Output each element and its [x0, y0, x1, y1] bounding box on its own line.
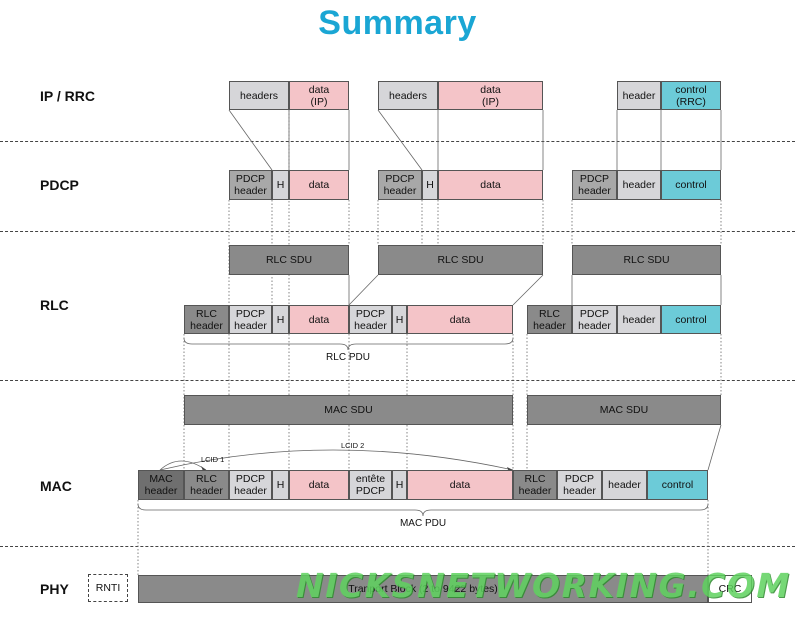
- mac-control: control: [647, 470, 708, 500]
- mac-rlc-header: RLC header: [513, 470, 557, 500]
- mac-sdu: MAC SDU: [184, 395, 513, 425]
- rlc-h: H: [272, 305, 289, 334]
- pdcp-h: H: [422, 170, 438, 200]
- rlc-header: RLC header: [184, 305, 229, 334]
- mac-pdu-label: MAC PDU: [399, 518, 447, 529]
- layer-separator: [0, 231, 795, 232]
- ip-headers: headers: [378, 81, 438, 110]
- rrc-control: control (RRC): [661, 81, 721, 110]
- rlc-sdu: RLC SDU: [572, 245, 721, 275]
- rlc-rrc-header: header: [617, 305, 661, 334]
- lcid1-label: LCID 1: [201, 455, 225, 464]
- mac-entete-pdcp: entête PDCP: [349, 470, 392, 500]
- mac-rlc-header: RLC header: [184, 470, 229, 500]
- rlc-pdcp-header: PDCP header: [349, 305, 392, 334]
- pdcp-data: data: [438, 170, 543, 200]
- pdcp-h: H: [272, 170, 289, 200]
- mac-pdcp-header: PDCP header: [229, 470, 272, 500]
- rlc-sdu: RLC SDU: [378, 245, 543, 275]
- crc-box: CRC: [708, 575, 752, 603]
- layer-label-mac: MAC: [40, 478, 72, 494]
- mac-data: data: [289, 470, 349, 500]
- rrc-header: header: [617, 81, 661, 110]
- rlc-pdu-label: RLC PDU: [326, 352, 370, 363]
- layer-label-pdcp: PDCP: [40, 177, 79, 193]
- ip-data: data (IP): [438, 81, 543, 110]
- layer-separator: [0, 141, 795, 142]
- mac-rrc-header: header: [602, 470, 647, 500]
- ip-headers: headers: [229, 81, 289, 110]
- mac-pdcp-header: PDCP header: [557, 470, 602, 500]
- rlc-pdcp-header: PDCP header: [572, 305, 617, 334]
- layer-separator: [0, 546, 795, 547]
- rlc-control: control: [661, 305, 721, 334]
- pdcp-data: data: [289, 170, 349, 200]
- layer-separator: [0, 380, 795, 381]
- lcid2-label: LCID 2: [341, 441, 365, 450]
- pdcp-header: PDCP header: [378, 170, 422, 200]
- transport-block: Tranport Block (2 to 9422 bytes): [138, 575, 708, 603]
- pdcp-control: control: [661, 170, 721, 200]
- ip-data: data (IP): [289, 81, 349, 110]
- rlc-pdcp-header: PDCP header: [229, 305, 272, 334]
- rlc-header: RLC header: [527, 305, 572, 334]
- mac-sdu: MAC SDU: [527, 395, 721, 425]
- layer-label-ip-rrc: IP / RRC: [40, 88, 95, 104]
- layer-label-phy: PHY: [40, 581, 69, 597]
- mac-data: data: [407, 470, 513, 500]
- watermark: NICKSNETWORKING.COM: [296, 566, 791, 605]
- rnti-box: RNTI: [88, 574, 128, 602]
- layer-label-rlc: RLC: [40, 297, 69, 313]
- pdcp-header: PDCP header: [229, 170, 272, 200]
- page-title: Summary: [318, 4, 477, 42]
- mac-h: H: [272, 470, 289, 500]
- rlc-data: data: [289, 305, 349, 334]
- pdcp-rrc-header: header: [617, 170, 661, 200]
- mac-header: MAC header: [138, 470, 184, 500]
- rlc-data: data: [407, 305, 513, 334]
- rlc-h: H: [392, 305, 407, 334]
- pdcp-header: PDCP header: [572, 170, 617, 200]
- rlc-sdu: RLC SDU: [229, 245, 349, 275]
- mac-h: H: [392, 470, 407, 500]
